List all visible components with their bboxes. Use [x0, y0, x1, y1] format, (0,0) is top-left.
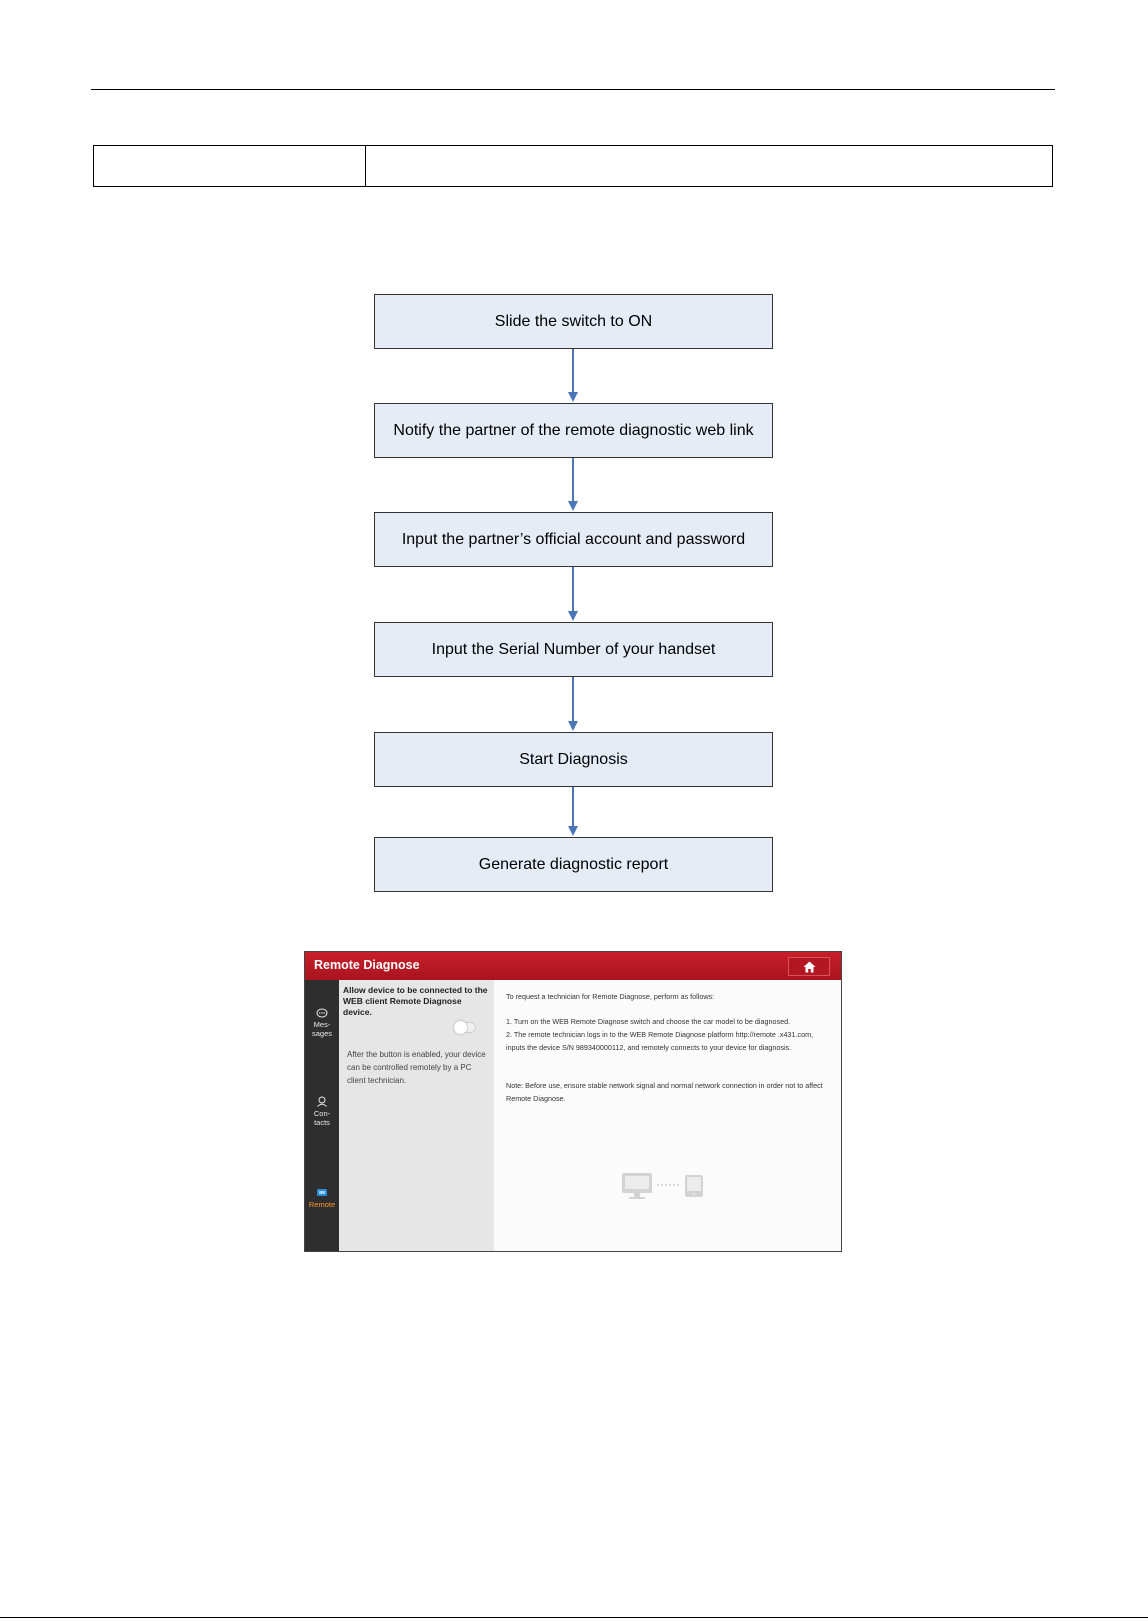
- message-icon: [316, 1008, 328, 1018]
- instructions-intro: To request a technician for Remote Diagn…: [506, 992, 715, 1001]
- flow-arrowhead-4: [568, 721, 578, 731]
- allow-connection-label: Allow device to be connected to the WEB …: [343, 985, 488, 1017]
- info-table: [93, 145, 1053, 187]
- flow-arrow-5: [572, 787, 574, 826]
- app-titlebar: Remote Diagnose: [305, 952, 841, 980]
- flow-arrow-3: [572, 567, 574, 611]
- flow-step-6: Generate diagnostic report: [374, 837, 773, 892]
- instruction-step-2: 2. The remote technician logs in to the …: [506, 1030, 814, 1052]
- instruction-step-1: 1. Turn on the WEB Remote Diagnose switc…: [506, 1017, 791, 1026]
- flow-arrow-2: [572, 458, 574, 501]
- flow-step-5: Start Diagnosis: [374, 732, 773, 787]
- flow-arrow-1: [572, 349, 574, 392]
- pc-to-device-illustration: [622, 1173, 703, 1199]
- tablet-icon: [685, 1175, 703, 1197]
- instructions-panel: To request a technician for Remote Diagn…: [494, 980, 841, 1251]
- sidebar-item-label: Con-: [313, 1109, 331, 1118]
- remote-diagnose-screenshot: Remote Diagnose Mes- sages Con- tacts: [304, 951, 842, 1252]
- flow-arrowhead-3: [568, 611, 578, 621]
- monitor-icon: [622, 1173, 652, 1199]
- toggle-knob: [454, 1021, 467, 1034]
- app-title: Remote Diagnose: [314, 958, 420, 972]
- header-rule: [91, 89, 1055, 90]
- home-icon: [803, 961, 815, 972]
- sidebar-item-label: Mes-: [313, 1020, 331, 1029]
- flow-step-4: Input the Serial Number of your handset: [374, 622, 773, 677]
- sidebar-item-remote[interactable]: Remote: [305, 1188, 339, 1209]
- flow-arrowhead-1: [568, 392, 578, 402]
- flow-step-3: Input the partner’s official account and…: [374, 512, 773, 567]
- sidebar-item-label: sages: [311, 1029, 332, 1038]
- connection-dots-icon: [657, 1184, 679, 1186]
- toggle-description: After the button is enabled, your device…: [347, 1050, 486, 1085]
- flow-arrow-4: [572, 677, 574, 721]
- remote-diagnose-toggle[interactable]: [454, 1021, 476, 1034]
- home-button[interactable]: [788, 957, 830, 976]
- flow-arrowhead-5: [568, 826, 578, 836]
- contacts-icon: [317, 1096, 327, 1107]
- sidebar-item-messages[interactable]: Mes- sages: [305, 1008, 339, 1038]
- app-sidebar: Mes- sages Con- tacts Remote: [305, 980, 339, 1251]
- flow-step-2: Notify the partner of the remote diagnos…: [374, 403, 773, 458]
- info-table-cell-right: [366, 146, 1052, 186]
- settings-panel: Allow device to be connected to the WEB …: [339, 980, 494, 1251]
- flow-arrowhead-2: [568, 501, 578, 511]
- flow-step-1: Slide the switch to ON: [374, 294, 773, 349]
- info-table-cell-left: [94, 146, 366, 186]
- sidebar-item-label: Remote: [308, 1200, 336, 1209]
- sidebar-item-contacts[interactable]: Con- tacts: [305, 1096, 339, 1127]
- remote-icon: [317, 1189, 327, 1196]
- instruction-note: Note: Before use, ensure stable network …: [506, 1081, 823, 1103]
- footer-rule: [0, 1617, 1148, 1618]
- sidebar-item-label: tacts: [314, 1118, 330, 1127]
